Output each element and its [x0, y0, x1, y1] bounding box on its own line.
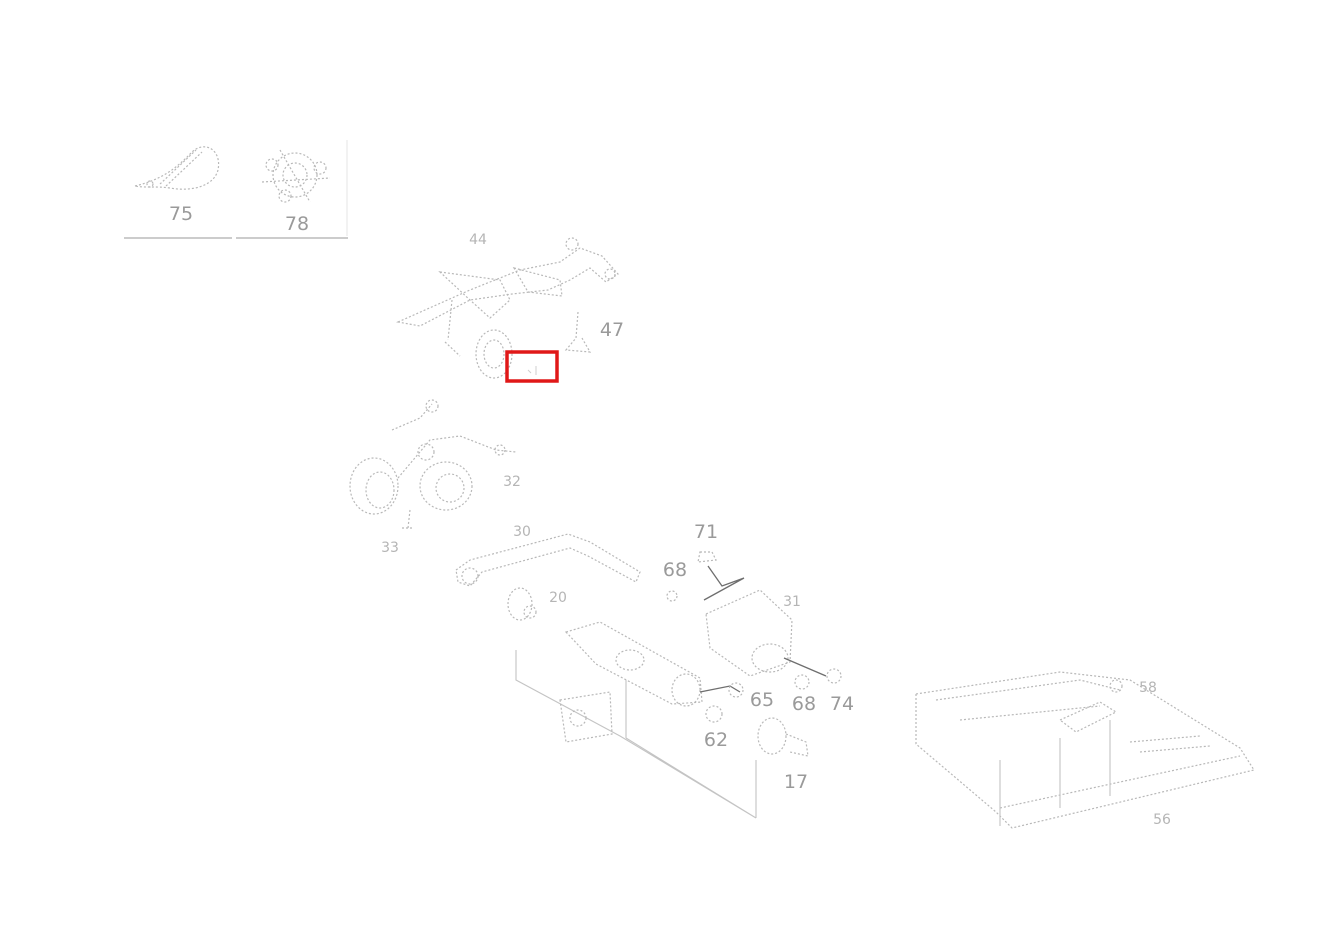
- bolt-74: [826, 668, 842, 684]
- motor-31: [705, 589, 827, 677]
- callout-20: 20: [549, 590, 567, 606]
- washer-68-lower: [794, 674, 810, 690]
- legend-number-78: 78: [285, 213, 309, 235]
- callout-62: 62: [704, 729, 728, 751]
- hose-clamp-icon: [134, 146, 220, 190]
- callout-44: 44: [469, 232, 487, 248]
- callout-71: 71: [694, 521, 718, 543]
- chassis-frame: [515, 650, 757, 819]
- callout-17: 17: [784, 771, 808, 793]
- callout-58: 58: [1139, 680, 1157, 696]
- callout-68-upper: 68: [663, 559, 687, 581]
- linkage-assembly: [395, 237, 619, 379]
- highlighted-part-box: [505, 350, 559, 383]
- callout-47: 47: [600, 319, 624, 341]
- gear-cluster-icon: [261, 149, 331, 203]
- legend-number-75: 75: [169, 203, 193, 225]
- callout-33: 33: [381, 540, 399, 556]
- legend-panel: 75 78: [124, 140, 348, 239]
- nut-65: [728, 682, 744, 698]
- spring-71: [697, 551, 745, 601]
- callout-65: 65: [750, 689, 774, 711]
- handle-bar: [455, 533, 641, 587]
- callout-31: 31: [783, 594, 801, 610]
- callout-74: 74: [830, 693, 854, 715]
- clamp-17: [757, 717, 809, 757]
- callout-56: 56: [1153, 812, 1171, 828]
- callout-30: 30: [513, 524, 531, 540]
- callout-32: 32: [503, 474, 521, 490]
- bearing-62: [705, 705, 723, 723]
- callout-68-lower: 68: [792, 693, 816, 715]
- sprocket-20: [507, 587, 537, 621]
- motor-gear-assembly: [349, 399, 517, 529]
- drive-shaft: [564, 621, 741, 707]
- deck-assembly: [915, 671, 1255, 829]
- highlighted-part-mark: [527, 366, 537, 375]
- washer-68-upper: [666, 590, 678, 602]
